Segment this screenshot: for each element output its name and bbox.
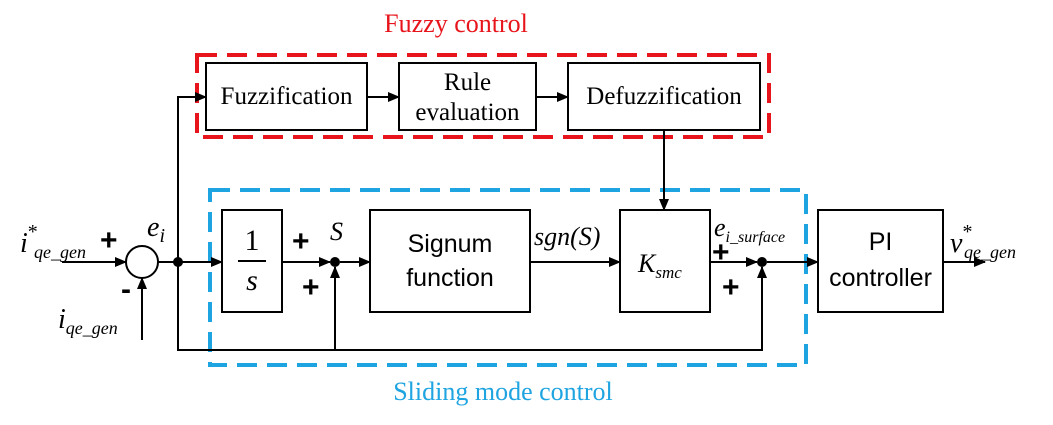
error-to-fuzzy-line	[177, 92, 207, 262]
s-label: S	[330, 217, 343, 246]
ei-surface-label: ei_surface	[714, 213, 785, 246]
pi-label-line1: PI	[869, 228, 893, 256]
sum3-plus-bottom-sign: +	[722, 271, 740, 304]
summing-junction-surface	[757, 257, 767, 267]
ei-label: ei	[147, 212, 165, 247]
sum1-minus-sign: -	[121, 273, 131, 306]
pi-label-line2: controller	[829, 264, 932, 292]
sum2-plus-top-sign: +	[292, 225, 310, 258]
vqe-output-label: v*qe_gen	[950, 221, 1016, 262]
rule-label-line2: evaluation	[415, 99, 520, 126]
rule-evaluation-block	[398, 62, 537, 131]
pi-controller-block	[817, 209, 944, 313]
sum2-plus-bottom-sign: +	[302, 271, 320, 304]
iqe-feedback-label: iqe_gen	[58, 304, 118, 338]
iqe-reference-label: i*qe_gen	[20, 221, 86, 262]
rule-label-line1: Rule	[444, 69, 491, 96]
sum1-plus-sign: +	[100, 224, 118, 257]
bottom-feedback-line	[177, 262, 767, 351]
fuzzy-control-title: Fuzzy control	[384, 9, 528, 38]
signum-label-line2: function	[406, 264, 494, 292]
summing-junction-s	[330, 257, 340, 267]
sum3-plus-top-sign: +	[712, 236, 730, 269]
ksmc-label: Ksmc	[637, 249, 682, 282]
signum-block	[369, 209, 531, 313]
integrator-denominator: s	[246, 264, 258, 297]
sliding-mode-title: Sliding mode control	[393, 377, 613, 406]
sgn-label: sgn(S)	[534, 222, 600, 251]
ksmc-block	[619, 209, 711, 313]
sliding-mode-group	[208, 188, 808, 367]
signum-label-line1: Signum	[408, 230, 493, 258]
defuzzification-label: Defuzzification	[586, 83, 742, 110]
fuzzification-label: Fuzzification	[221, 83, 353, 110]
integrator-numerator: 1	[245, 224, 260, 257]
